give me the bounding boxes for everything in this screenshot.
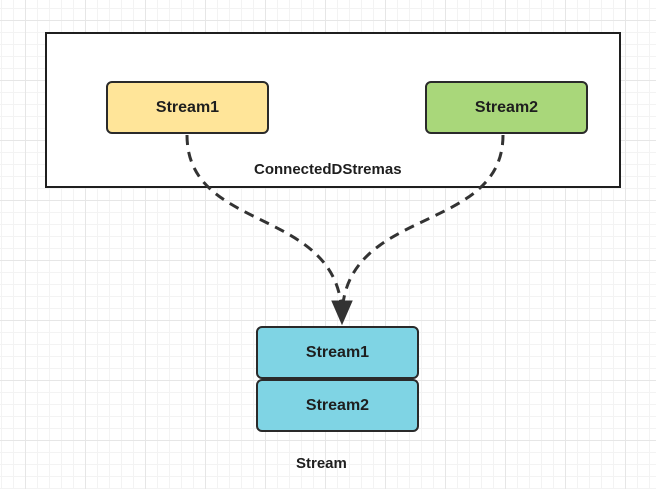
connector-stream2 [340, 134, 505, 319]
group-label: ConnectedDStremas [254, 161, 402, 178]
output-stream1-label: Stream1 [305, 343, 370, 361]
input-stream2-node: Stream2 [425, 81, 588, 134]
arrow-down-icon [331, 300, 353, 326]
input-stream1-label: Stream1 [155, 98, 220, 116]
input-stream1-node: Stream1 [106, 81, 269, 134]
output-stream1-node: Stream1 [256, 326, 419, 379]
output-stream2-node: Stream2 [256, 379, 419, 432]
connector-stream1 [185, 134, 344, 319]
output-stream2-label: Stream2 [305, 396, 370, 414]
input-stream2-label: Stream2 [474, 98, 539, 116]
output-label: Stream [296, 455, 347, 472]
